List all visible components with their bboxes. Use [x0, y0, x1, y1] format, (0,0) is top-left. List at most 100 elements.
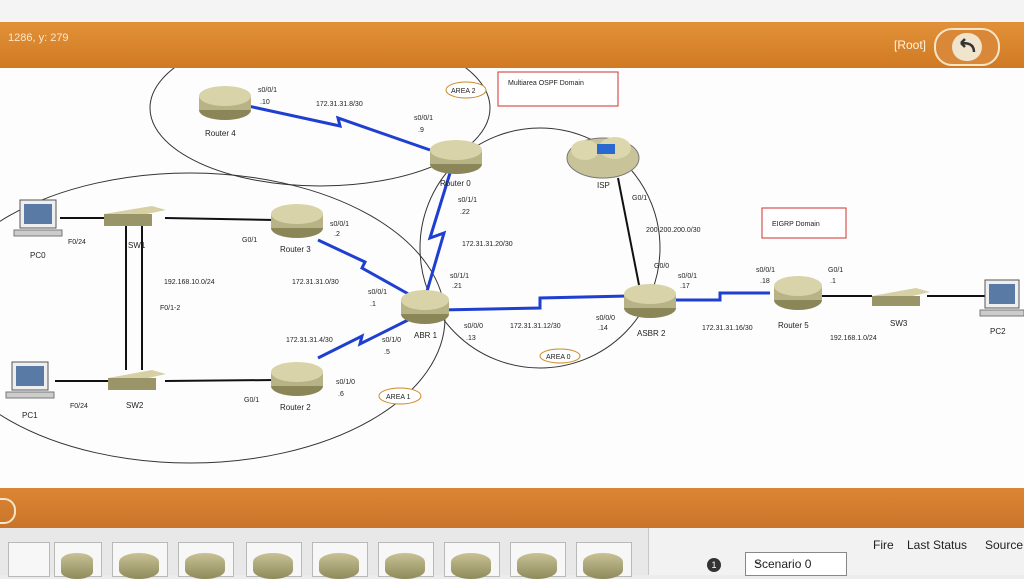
device-palette: Fire Last Status Source 1 Scenario 0 ⌄: [0, 528, 1024, 579]
router2-device[interactable]: Router 2: [271, 362, 323, 412]
cursor-coordinates: 1286, y: 279: [8, 32, 69, 44]
palette-category[interactable]: [8, 542, 50, 577]
pc2-label: PC2: [990, 327, 1006, 336]
area0-label: AREA 0: [546, 354, 571, 361]
router4-label: Router 4: [205, 129, 236, 138]
palette-router-icon[interactable]: [112, 542, 168, 579]
abr1-device[interactable]: ABR 1: [401, 290, 449, 340]
router2-label: Router 2: [280, 403, 311, 412]
sw1-f024: F0/24: [68, 239, 86, 246]
r5-18: .18: [760, 278, 770, 285]
abr-s000: s0/0/0: [464, 323, 483, 330]
sw2-f024: F0/24: [70, 403, 88, 410]
palette-cloud-icon[interactable]: [54, 542, 102, 579]
sw2-label: SW2: [126, 401, 144, 410]
abr1-label: ABR 1: [414, 331, 438, 340]
scenario-select[interactable]: Scenario 0 ⌄: [745, 552, 847, 576]
eigrp-domain-label: EIGRP Domain: [772, 221, 820, 228]
scenario-value: Scenario 0: [754, 557, 812, 571]
r4-s001: s0/0/1: [258, 87, 277, 94]
router4-device[interactable]: Router 4: [199, 86, 251, 138]
net-n20: 172.31.31.20/30: [462, 241, 513, 248]
abr-1: .1: [370, 301, 376, 308]
pc1-device[interactable]: PC1: [5, 361, 55, 420]
router5-label: Router 5: [778, 321, 809, 330]
topology-canvas[interactable]: Multiarea OSPF Domain EIGRP Domain AREA …: [0, 29, 1024, 488]
r5-s001: s0/0/1: [756, 267, 775, 274]
pc0-label: PC0: [30, 251, 46, 260]
r0-9: .9: [418, 127, 424, 134]
isp-g01: G0/1: [632, 195, 647, 202]
area1-label: AREA 1: [386, 394, 411, 401]
router0-device[interactable]: Router 0: [430, 140, 482, 188]
root-label[interactable]: [Root]: [894, 38, 927, 52]
area1-boundary: [0, 172, 446, 464]
sw3-switch[interactable]: SW3: [872, 288, 930, 328]
pc1-label: PC1: [22, 411, 38, 420]
r3-g01: G0/1: [242, 237, 257, 244]
abr-s011: s0/1/1: [450, 273, 469, 280]
net-isp: 200.200.200.0/30: [646, 227, 701, 234]
net-n0: 172.31.31.0/30: [292, 279, 339, 286]
source-column-header: Source: [985, 538, 1024, 552]
abr-13: .13: [466, 335, 476, 342]
isp-cloud[interactable]: ISP: [566, 137, 640, 190]
palette-router-icon[interactable]: [312, 542, 368, 579]
abr-s010: s0/1/0: [382, 337, 401, 344]
chevron-down-icon: ⌄: [754, 556, 763, 567]
asbr-s001: s0/0/1: [678, 273, 697, 280]
net-n8: 172.31.31.8/30: [316, 101, 363, 108]
router0-label: Router 0: [440, 179, 471, 188]
r5-1: .1: [830, 278, 836, 285]
bottom-toolbar: [0, 488, 1024, 528]
abr-s001: s0/0/1: [368, 289, 387, 296]
net-lan1: 192.168.1.0/24: [830, 335, 877, 342]
sw3-label: SW3: [890, 319, 908, 328]
top-toolbar: 1286, y: 279 [Root]: [0, 22, 1024, 68]
sw-f012: F0/1-2: [160, 305, 180, 312]
area2-badge: [445, 81, 487, 99]
network-labels: 172.31.31.8/30 172.31.31.20/30 172.31.31…: [164, 101, 877, 344]
palette-router-icon[interactable]: [576, 542, 632, 579]
asbr2-device[interactable]: ASBR 2: [624, 284, 676, 338]
net-lan10: 192.168.10.0/24: [164, 279, 215, 286]
palette-router-icon[interactable]: [178, 542, 234, 579]
back-arrow-icon: [952, 33, 982, 61]
r5-g01: G0/1: [828, 267, 843, 274]
pc0-device[interactable]: PC0: [13, 199, 63, 260]
area0-boundary: [419, 127, 661, 369]
r0-22: .22: [460, 209, 470, 216]
net-n4: 172.31.31.4/30: [286, 337, 333, 344]
router5-device[interactable]: Router 5: [774, 276, 822, 330]
pc2-device[interactable]: PC2: [979, 279, 1024, 336]
asbr-g00: G0/0: [654, 263, 669, 270]
palette-router-icon[interactable]: [510, 542, 566, 579]
r3-s001: s0/0/1: [330, 221, 349, 228]
back-button[interactable]: [934, 28, 1000, 66]
router3-device[interactable]: Router 3: [271, 204, 323, 254]
area1-badge: [378, 387, 422, 405]
last-status-column-header: Last Status: [907, 538, 968, 552]
net-n16: 172.31.31.16/30: [702, 325, 753, 332]
r3-2: .2: [334, 231, 340, 238]
abr-21: .21: [452, 283, 462, 290]
palette-router-icon[interactable]: [444, 542, 500, 579]
palette-router-icon[interactable]: [378, 542, 434, 579]
asbr-17: .17: [680, 283, 690, 290]
sw1-switch[interactable]: SW1: [104, 206, 166, 250]
interface-labels: s0/0/1 .10 s0/0/1 .9 s0/1/1 .22 s0/0/1 .…: [68, 87, 843, 410]
serial-links: [247, 104, 770, 360]
pdu-number-badge: 1: [707, 558, 721, 572]
r0-s001: s0/0/1: [414, 115, 433, 122]
isp-label: ISP: [597, 181, 610, 190]
r0-s011: s0/1/1: [458, 197, 477, 204]
palette-router-icon[interactable]: [246, 542, 302, 579]
realtime-toggle-button[interactable]: [0, 498, 16, 524]
area0-badge: [539, 348, 581, 364]
area2-label: AREA 2: [451, 88, 476, 95]
pdu-status-panel: Fire Last Status Source 1 Scenario 0 ⌄: [648, 528, 1024, 576]
sw2-switch[interactable]: SW2: [108, 370, 166, 410]
window-top-strip: [0, 0, 1024, 22]
eigrp-domain-box: [761, 207, 847, 239]
r2-g01: G0/1: [244, 397, 259, 404]
